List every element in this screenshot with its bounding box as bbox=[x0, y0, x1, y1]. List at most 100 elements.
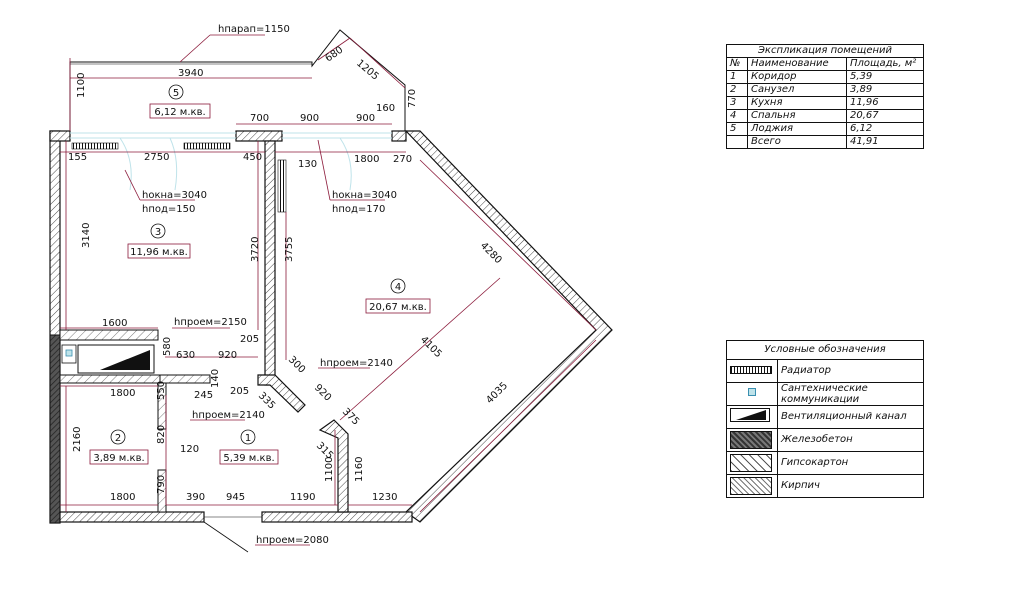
svg-text:205: 205 bbox=[230, 386, 249, 397]
svg-text:1600: 1600 bbox=[102, 318, 127, 329]
svg-text:3,89 м.кв.: 3,89 м.кв. bbox=[93, 453, 144, 464]
svg-text:3720: 3720 bbox=[250, 237, 261, 262]
svg-text:6,12 м.кв.: 6,12 м.кв. bbox=[154, 107, 205, 118]
radiator-icon bbox=[277, 159, 287, 213]
opening-height: hпроем=2150 bbox=[174, 317, 247, 328]
room-4-label: 4 20,67 м.кв. bbox=[365, 278, 431, 314]
svg-text:5: 5 bbox=[173, 88, 179, 99]
svg-text:900: 900 bbox=[356, 113, 375, 124]
svg-text:3: 3 bbox=[155, 227, 161, 238]
svg-text:300: 300 bbox=[286, 354, 307, 375]
svg-text:3140: 3140 bbox=[81, 223, 92, 248]
svg-text:4: 4 bbox=[395, 282, 401, 293]
svg-text:2750: 2750 bbox=[144, 152, 169, 163]
svg-text:245: 245 bbox=[194, 390, 213, 401]
svg-text:20,67 м.кв.: 20,67 м.кв. bbox=[369, 302, 427, 313]
svg-text:945: 945 bbox=[226, 492, 245, 503]
svg-text:5,39 м.кв.: 5,39 м.кв. bbox=[223, 453, 274, 464]
svg-text:1800: 1800 bbox=[354, 154, 379, 165]
floor-plan: 5 6,12 м.кв. 3 11,96 м.кв. 4 20,67 м.кв.… bbox=[49, 24, 613, 553]
svg-text:390: 390 bbox=[186, 492, 205, 503]
svg-text:790: 790 bbox=[156, 475, 167, 494]
svg-text:2: 2 bbox=[115, 433, 121, 444]
wall-top-c bbox=[391, 130, 407, 142]
svg-text:630: 630 bbox=[176, 350, 195, 361]
svg-text:450: 450 bbox=[243, 152, 262, 163]
explication-title: Экспликация помещений bbox=[726, 44, 924, 58]
dimension-lines bbox=[60, 34, 597, 546]
opening-height: hпроем=2140 bbox=[192, 410, 265, 421]
svg-text:1100: 1100 bbox=[76, 73, 87, 98]
svg-text:1160: 1160 bbox=[354, 457, 365, 482]
svg-text:140: 140 bbox=[210, 369, 221, 388]
drywall-swatch bbox=[730, 454, 772, 472]
dimension-labels: 3940 1100 680 1205 770 700 900 900 160 1… bbox=[68, 44, 510, 503]
legend-item: Кирпич bbox=[726, 474, 924, 498]
legend-item: Гипсокартон bbox=[726, 451, 924, 475]
wall-concrete bbox=[49, 334, 61, 524]
room-5-label: 5 6,12 м.кв. bbox=[149, 84, 211, 119]
svg-text:1800: 1800 bbox=[110, 388, 135, 399]
svg-text:1: 1 bbox=[245, 433, 251, 444]
svg-text:205: 205 bbox=[240, 334, 259, 345]
wall-kitchen-bottom bbox=[59, 329, 159, 341]
window-height: hокна=3040 bbox=[142, 190, 207, 201]
loggia-outline bbox=[69, 29, 406, 131]
wall-bottom-b bbox=[261, 511, 413, 523]
explication-table: Экспликация помещений № Наименование Пло… bbox=[726, 44, 924, 149]
vent-channel-icon bbox=[730, 408, 770, 422]
svg-text:820: 820 bbox=[156, 425, 167, 444]
wall-bottom-a bbox=[59, 511, 205, 523]
legend-title: Условные обозначения bbox=[726, 340, 924, 360]
svg-text:335: 335 bbox=[256, 390, 277, 411]
parapet-height: hпарап=1150 bbox=[218, 24, 290, 35]
svg-text:1800: 1800 bbox=[110, 492, 135, 503]
svg-text:550: 550 bbox=[156, 381, 167, 400]
svg-text:4280: 4280 bbox=[478, 240, 504, 266]
svg-text:155: 155 bbox=[68, 152, 87, 163]
legend-item: Радиатор bbox=[726, 359, 924, 383]
vent-channel-icon bbox=[100, 350, 150, 370]
wall-top-a bbox=[49, 130, 71, 142]
svg-text:580: 580 bbox=[162, 337, 173, 356]
room-1-label: 1 5,39 м.кв. bbox=[219, 429, 279, 465]
wall-bath-top bbox=[59, 374, 161, 384]
radiator-icon bbox=[183, 142, 231, 150]
door-swing bbox=[119, 137, 132, 191]
plumbing-icon bbox=[748, 388, 756, 396]
room-3-label: 3 11,96 м.кв. bbox=[127, 223, 191, 259]
svg-text:3940: 3940 bbox=[178, 68, 203, 79]
svg-text:920: 920 bbox=[312, 382, 333, 403]
svg-text:4035: 4035 bbox=[484, 380, 510, 406]
radiator-icon bbox=[71, 142, 119, 150]
svg-text:130: 130 bbox=[298, 159, 317, 170]
svg-text:1190: 1190 bbox=[290, 492, 315, 503]
radiator-icon bbox=[730, 366, 772, 374]
plumbing-icon bbox=[65, 349, 73, 357]
room-2-label: 2 3,89 м.кв. bbox=[89, 429, 149, 465]
legend-item: Вентиляционный канал bbox=[726, 405, 924, 429]
svg-text:900: 900 bbox=[300, 113, 319, 124]
opening-height: hпроем=2080 bbox=[256, 535, 329, 546]
svg-text:11,96 м.кв.: 11,96 м.кв. bbox=[130, 247, 188, 258]
concrete-swatch bbox=[730, 431, 772, 449]
svg-text:270: 270 bbox=[393, 154, 412, 165]
wall-bath-top-b bbox=[159, 374, 211, 384]
door-swing bbox=[339, 137, 352, 191]
sill-height: hпод=150 bbox=[142, 204, 195, 215]
sill-height: hпод=170 bbox=[332, 204, 385, 215]
wall-partition-kb bbox=[264, 140, 276, 386]
svg-text:3755: 3755 bbox=[284, 237, 295, 262]
legend-item: Железобетон bbox=[726, 428, 924, 452]
door-swing bbox=[169, 137, 178, 191]
svg-text:120: 120 bbox=[180, 444, 199, 455]
brick-swatch bbox=[730, 477, 772, 495]
opening-height: hпроем=2140 bbox=[320, 358, 393, 369]
wall-corridor-right bbox=[318, 419, 349, 513]
